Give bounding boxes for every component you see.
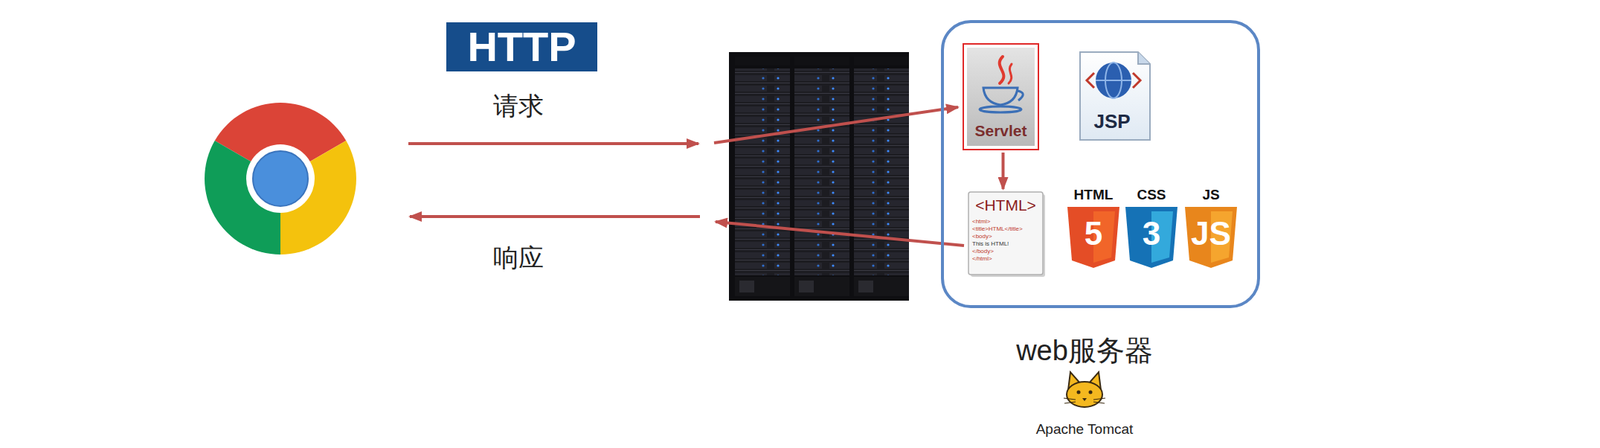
java-cup-icon: [966, 47, 1035, 146]
node-title: HTML: [1074, 185, 1114, 204]
node-title: CSS: [1136, 185, 1166, 204]
java-cup-icon: [1008, 63, 1012, 84]
node-text: </html>: [972, 255, 993, 263]
tomcat-icon: [1064, 401, 1076, 404]
html-document: <HTML> <html><title>HTML</title><body>Thi…: [966, 191, 1045, 276]
java-cup-icon: [999, 56, 1005, 84]
tomcat-icon: [1077, 390, 1081, 395]
web-tech-shields: [1184, 206, 1238, 268]
server-product-name-holder: Apache Tomcat: [1036, 421, 1134, 438]
web-server-container: web服务器ServletJSP<HTML><html><title>HTML<…: [940, 20, 1261, 308]
browser-logo: [246, 144, 315, 213]
node-title: web服务器: [1016, 333, 1153, 367]
node-text: <body>: [972, 232, 993, 241]
node-title: <HTML>: [975, 195, 1037, 215]
server-arrows: [714, 107, 965, 246]
jsp-document-icon: [1138, 52, 1150, 64]
server-rack: [794, 68, 850, 276]
java-cup-icon: [966, 47, 1035, 146]
server-rack: [794, 56, 850, 66]
http-arrows: [408, 143, 700, 217]
web-tech-shields: [1067, 206, 1238, 268]
node-text: <title>HTML</title>: [972, 225, 1023, 233]
server-rack: [858, 280, 874, 293]
request-label-holder: 请求: [493, 90, 544, 121]
java-cup-icon: [1017, 90, 1023, 101]
html-document-icon: [968, 191, 1043, 275]
jsp-document-icon: [1080, 52, 1150, 140]
node-title: JS: [1202, 185, 1220, 204]
server-rack: [853, 276, 909, 297]
html-document-icon: [968, 191, 1046, 277]
node-text: 3: [1142, 211, 1161, 256]
tomcat-icon: [1093, 397, 1106, 400]
node-text: This is HTML!: [972, 240, 1009, 248]
tomcat-icon: [1093, 401, 1105, 404]
web-tech-shields: [1125, 206, 1178, 268]
node-title: JSP: [1093, 110, 1130, 133]
jsp-icon: JSP: [1071, 49, 1153, 143]
node-text: 5: [1084, 211, 1103, 256]
server-rack: [734, 68, 790, 276]
tomcat-icon: [1088, 390, 1093, 395]
css3-logo: CSS 3: [1123, 185, 1180, 270]
browser-logo: [252, 150, 308, 207]
node-text: <html>: [972, 217, 991, 226]
server-arrows: [715, 221, 965, 246]
server-product-name: Apache Tomcat: [1036, 421, 1134, 438]
server-rack: [728, 52, 909, 301]
tomcat-icon: [1063, 371, 1106, 407]
jsp-document-icon: [1132, 72, 1141, 88]
node-text: </body>: [972, 247, 994, 256]
node-title: Servlet: [974, 121, 1027, 140]
server-rack: [798, 280, 814, 293]
protocol-badge: HTTP: [446, 22, 598, 72]
server-rack: [739, 280, 755, 293]
server-rack: [734, 276, 790, 297]
jsp-document-icon: [1080, 52, 1150, 140]
node-title: HTTP: [467, 26, 576, 68]
jsp-document-icon: [1095, 79, 1132, 82]
jsp-document-icon: [1095, 62, 1132, 99]
tomcat-icon: [1082, 397, 1087, 401]
html5-logo: HTML 5: [1065, 185, 1122, 270]
java-cup-icon: [983, 87, 1018, 105]
tomcat-icon: [1066, 381, 1103, 407]
web-tech-shields: [1067, 206, 1120, 268]
response-label: 响应: [493, 242, 544, 273]
http-arrows: [408, 142, 699, 146]
http-arrows: [409, 214, 700, 218]
server-rack: [794, 276, 850, 297]
js-logo: JS JS: [1182, 185, 1240, 270]
flow-arrow: [1001, 152, 1005, 189]
server-rack: [853, 68, 909, 276]
tomcat-icon: [1063, 397, 1076, 400]
jsp-document-icon: [1086, 72, 1095, 88]
servlet-icon: Servlet: [962, 43, 1040, 151]
server-rack: [853, 56, 909, 66]
server-rack: [734, 56, 790, 66]
java-cup-icon: [979, 106, 1022, 113]
server-arrows: [714, 107, 959, 143]
browser-logo: [204, 102, 357, 255]
response-label-holder: 响应: [493, 242, 544, 273]
request-label: 请求: [493, 90, 544, 121]
server-rack: [728, 52, 909, 301]
node-text: JS: [1190, 211, 1232, 256]
